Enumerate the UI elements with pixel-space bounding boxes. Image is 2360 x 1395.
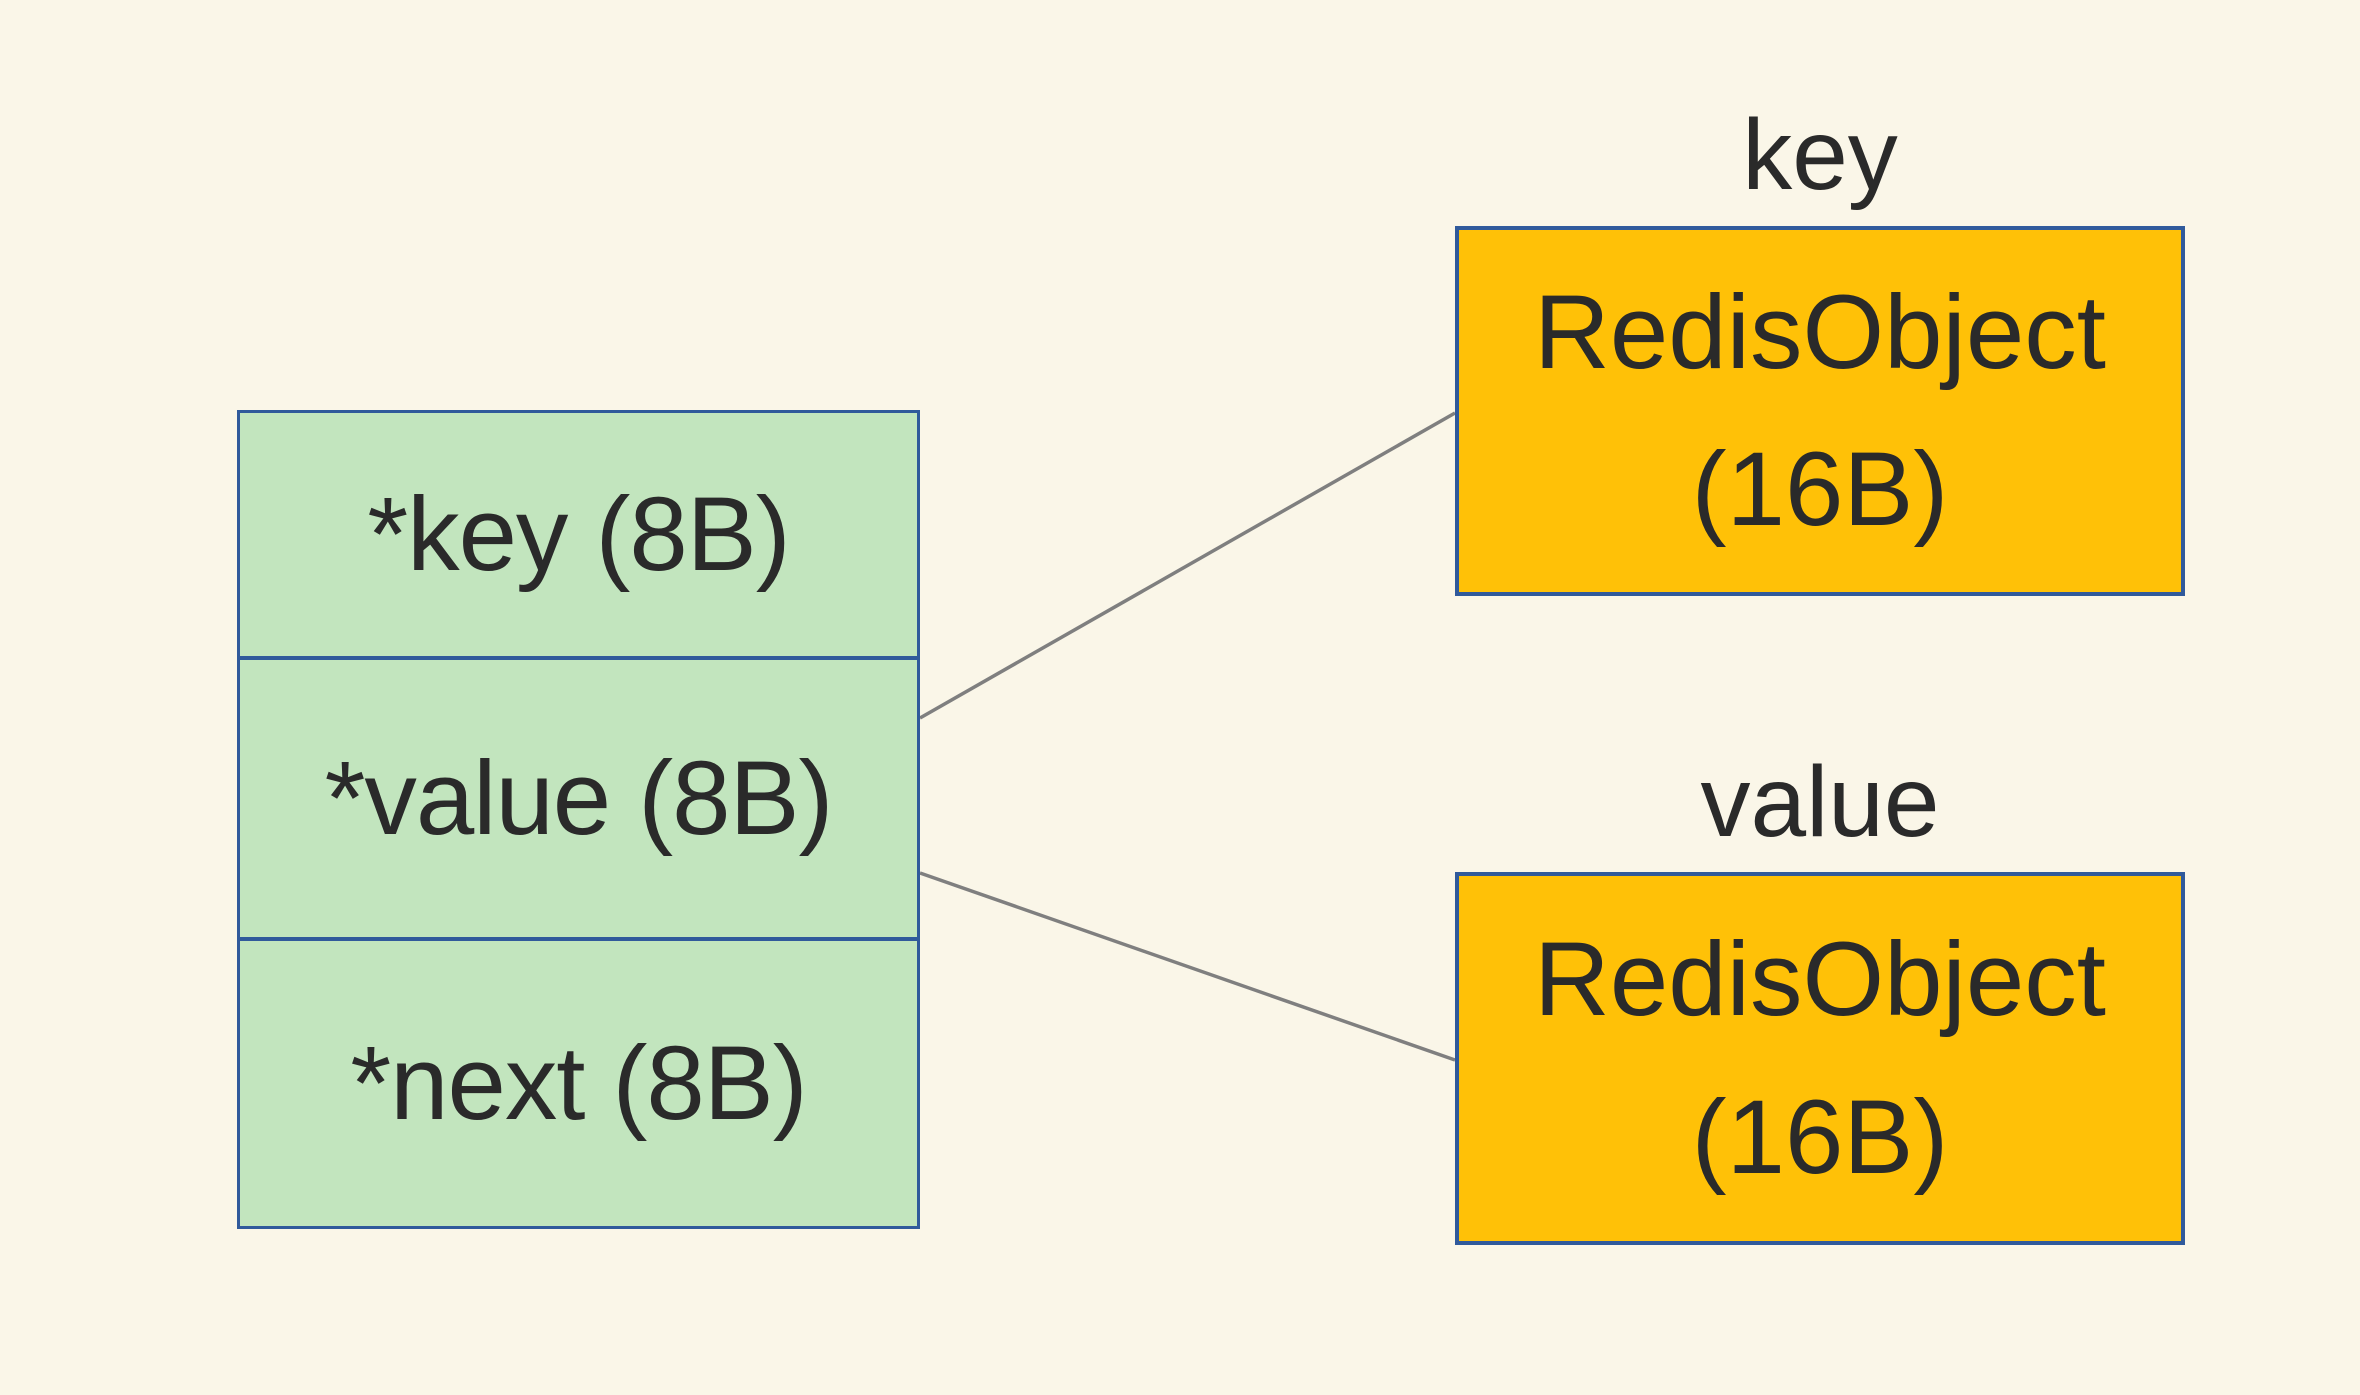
struct-row-key-label: *key (8B) <box>367 475 790 593</box>
struct-row-key: *key (8B) <box>240 413 917 656</box>
struct-row-next-label: *next (8B) <box>350 1024 807 1142</box>
value-object-title: value <box>1700 746 1940 858</box>
key-object-title: key <box>1742 99 1898 211</box>
key-redis-object-node: RedisObject (16B) <box>1455 226 2185 596</box>
value-object-size: (16B) <box>1691 1078 1949 1196</box>
value-redis-object-node: RedisObject (16B) <box>1455 872 2185 1245</box>
key-object-name: RedisObject <box>1534 273 2106 391</box>
value-object-name: RedisObject <box>1534 921 2106 1038</box>
key-object-size: (16B) <box>1691 431 1949 548</box>
dict-entry-node: *key (8B) *value (8B) *next (8B) <box>237 410 920 1229</box>
struct-row-next: *next (8B) <box>240 937 917 1226</box>
connector-to-value-object <box>919 871 1456 1062</box>
struct-row-value-label: *value (8B) <box>324 739 834 857</box>
connector-to-key-object <box>919 411 1456 720</box>
struct-row-value: *value (8B) <box>240 656 917 937</box>
